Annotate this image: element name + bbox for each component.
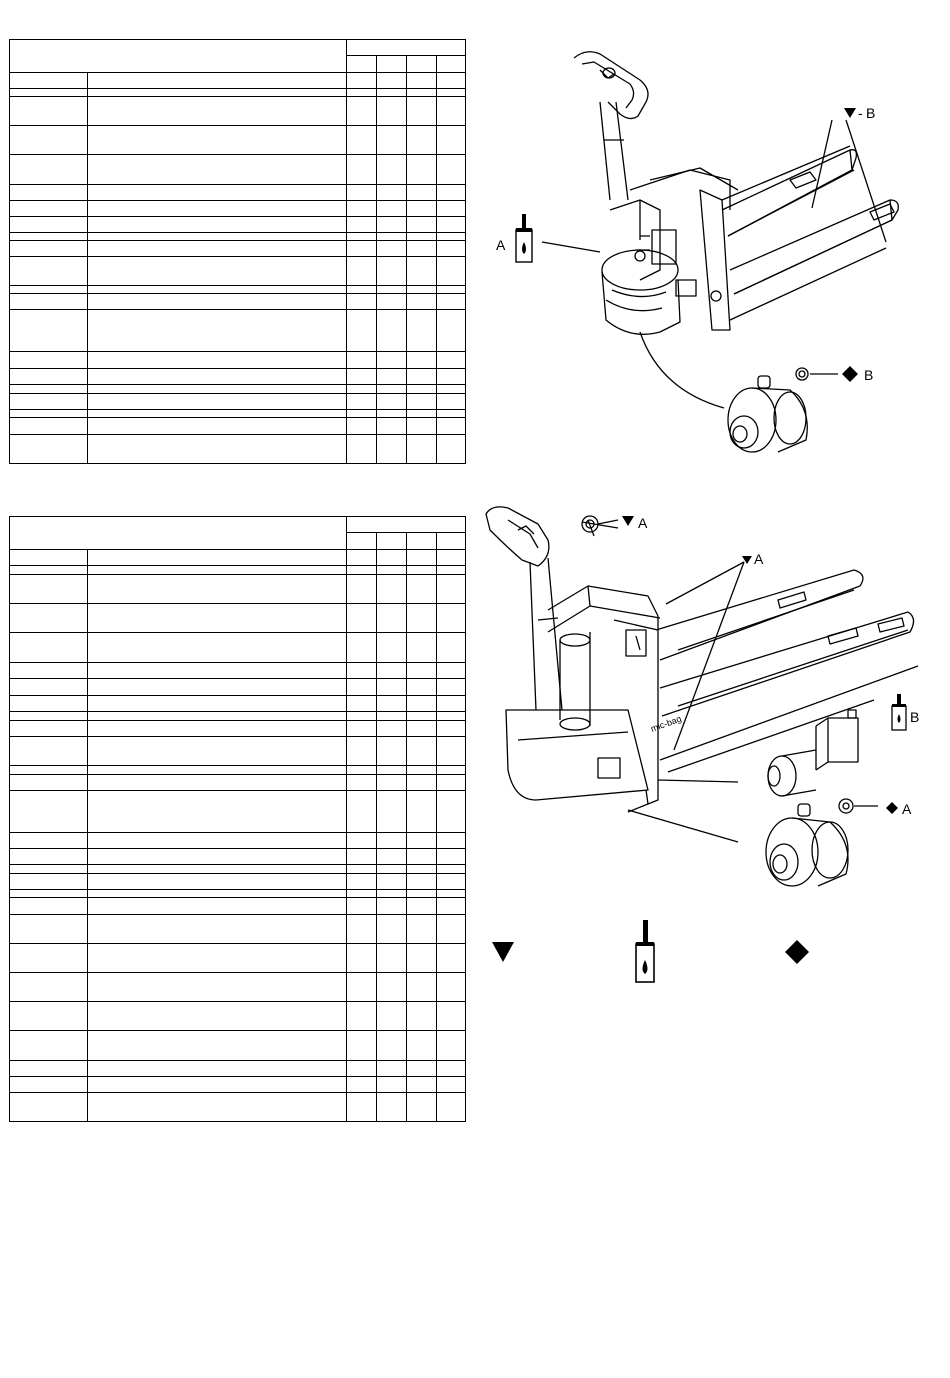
table-row xyxy=(9,603,466,633)
table-row xyxy=(9,662,466,679)
table-row xyxy=(9,232,466,241)
table-row xyxy=(9,897,466,915)
legend-triangle-icon xyxy=(492,942,514,962)
interval-col xyxy=(436,532,466,550)
table-row xyxy=(9,384,466,394)
table-row xyxy=(9,125,466,155)
table-row xyxy=(9,409,466,418)
table-row xyxy=(9,549,466,566)
triangle-down-icon xyxy=(742,556,752,564)
label-a: A xyxy=(496,237,506,253)
table-row xyxy=(9,1060,466,1077)
table-row xyxy=(9,711,466,721)
label-b: B xyxy=(910,709,919,725)
label-a-3: A xyxy=(902,801,912,817)
interval-header-cell xyxy=(346,39,466,56)
table-row xyxy=(9,216,466,233)
brand-logo: mic-bag xyxy=(649,714,683,734)
maintenance-table-1 xyxy=(9,39,466,464)
table-row xyxy=(9,368,466,385)
table-row xyxy=(9,309,466,352)
table-row xyxy=(9,774,466,791)
table-row xyxy=(9,736,466,766)
table-row xyxy=(9,293,466,310)
interval-col xyxy=(346,55,377,73)
table-header-cell xyxy=(9,39,347,73)
table-row xyxy=(9,565,466,575)
table-row xyxy=(9,943,466,973)
table-row xyxy=(9,256,466,286)
label-b-bottom: B xyxy=(864,367,873,383)
triangle-down-icon xyxy=(844,108,856,118)
oil-cylinder-icon xyxy=(515,214,533,263)
legend-oil-cylinder-icon xyxy=(635,920,655,983)
interval-col xyxy=(376,532,407,550)
label-a-1: A xyxy=(638,515,648,531)
interval-col xyxy=(406,55,437,73)
oil-cylinder-icon xyxy=(891,694,907,731)
label-a-2: A xyxy=(754,551,764,567)
table-row xyxy=(9,72,466,89)
table-row xyxy=(9,417,466,435)
table-row xyxy=(9,848,466,865)
maintenance-table-2 xyxy=(9,516,466,1122)
table-row xyxy=(9,88,466,97)
legend-diamond-icon xyxy=(785,940,809,964)
table-row xyxy=(9,393,466,410)
interval-col xyxy=(406,532,437,550)
triangle-down-icon xyxy=(622,516,634,526)
table-row xyxy=(9,574,466,604)
table-row xyxy=(9,184,466,201)
table-row xyxy=(9,889,466,898)
table-row xyxy=(9,200,466,217)
interval-col xyxy=(346,532,377,550)
table-row xyxy=(9,972,466,1002)
table-row xyxy=(9,695,466,712)
interval-col xyxy=(436,55,466,73)
table-row xyxy=(9,765,466,775)
pallet-truck-figure-1: A - B B xyxy=(496,51,899,453)
table-row xyxy=(9,154,466,185)
table-row xyxy=(9,720,466,737)
interval-col xyxy=(376,55,407,73)
table-row xyxy=(9,790,466,833)
table-row xyxy=(9,351,466,369)
diamond-icon xyxy=(842,366,858,382)
table-row xyxy=(9,1076,466,1093)
label-b-top: B xyxy=(866,105,875,121)
interval-header-cell xyxy=(346,516,466,533)
table-row xyxy=(9,873,466,890)
table-row xyxy=(9,678,466,696)
table-row xyxy=(9,434,466,464)
table-header-cell xyxy=(9,516,347,550)
table-row xyxy=(9,285,466,294)
table-row xyxy=(9,1030,466,1061)
pallet-truck-figure-2: mic-bag A A B A xyxy=(485,506,919,887)
table-row xyxy=(9,832,466,849)
table-row xyxy=(9,632,466,663)
label-b: - xyxy=(858,105,863,121)
table-row xyxy=(9,1092,466,1122)
table-row xyxy=(9,864,466,874)
table-row xyxy=(9,1001,466,1031)
table-row xyxy=(9,914,466,944)
table-row xyxy=(9,96,466,126)
diamond-icon xyxy=(886,802,898,814)
table-row xyxy=(9,240,466,257)
